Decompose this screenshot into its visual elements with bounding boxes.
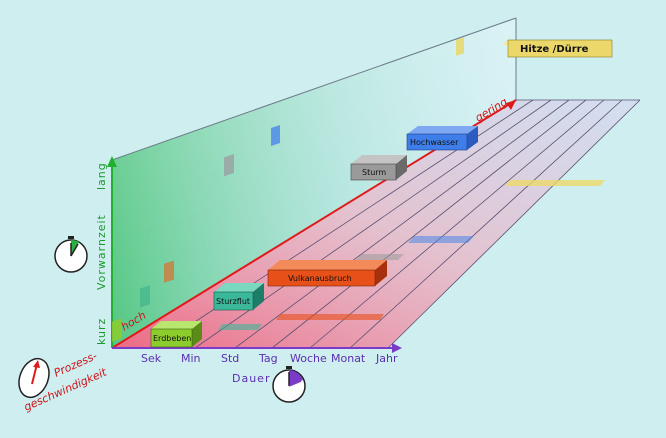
hazard-label-hitze: Hitze /Dürre bbox=[520, 44, 589, 55]
hazard-box-vulkanausbruch: Vulkanausbruch bbox=[267, 260, 387, 287]
hazard-label-hochwasser: Hochwasser bbox=[410, 138, 459, 147]
hazard-label-vulkanausbruch: Vulkanausbruch bbox=[288, 274, 352, 283]
warning-low-label: kurz bbox=[95, 318, 108, 345]
duration-tick: Tag bbox=[258, 352, 278, 365]
warning-axis-label: Vorwarnzeit bbox=[95, 214, 108, 290]
duration-tick: Sek bbox=[141, 352, 162, 365]
hazard-label-sturzflut: Sturzflut bbox=[216, 297, 250, 306]
duration-tick: Monat bbox=[331, 352, 366, 365]
hazard-box-hochwasser: Hochwasser bbox=[406, 126, 478, 151]
speed-gauge-icon bbox=[18, 357, 50, 399]
hazard-label-sturm: Sturm bbox=[362, 168, 386, 177]
hazard-label-erdbeben: Erdbeben bbox=[153, 334, 191, 343]
hazard-box-hitze: Hitze /Dürre bbox=[502, 39, 613, 58]
warning-high-label: lang bbox=[95, 162, 108, 190]
floor-grid-line bbox=[349, 99, 623, 349]
duration-tick: Jahr bbox=[375, 352, 398, 365]
duration-tick: Std bbox=[221, 352, 239, 365]
duration-ticks: Sek Min Std Tag Woche Monat Jahr bbox=[141, 352, 398, 365]
duration-clock-icon bbox=[272, 366, 306, 403]
warning-clock-icon bbox=[54, 236, 88, 273]
floor-grid-line bbox=[271, 99, 587, 349]
floor-grid-line bbox=[309, 99, 605, 349]
hazard-box-sturm: Sturm bbox=[350, 155, 407, 181]
duration-axis-label: Dauer bbox=[232, 372, 270, 385]
floor-grid-line bbox=[387, 99, 641, 349]
hazard-box-sturzflut: Sturzflut bbox=[213, 283, 264, 311]
hazard-box-erdbeben: Erdbeben bbox=[150, 321, 202, 348]
duration-tick: Woche bbox=[290, 352, 327, 365]
duration-tick: Min bbox=[181, 352, 201, 365]
floor-grid-line bbox=[234, 99, 570, 349]
